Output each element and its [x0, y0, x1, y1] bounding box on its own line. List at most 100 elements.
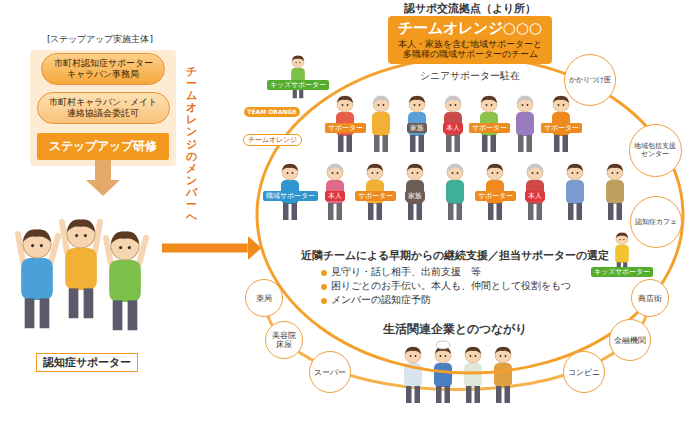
role-tag-text: サポーター: [358, 192, 393, 200]
shop-circle-text: 美容院 床屋: [271, 331, 298, 349]
member-figure: [606, 164, 624, 220]
logo-text: TEAM ORANGE: [244, 107, 299, 117]
worker-figure: [464, 347, 482, 403]
arm: [95, 222, 100, 252]
partner-circle-text: かかりつけ医: [569, 76, 611, 84]
team-bubble-text: チームオレンジ: [248, 136, 297, 144]
shop-circle-text: コンビニ: [568, 368, 600, 377]
supporter-group-text: 認知症サポーター: [36, 353, 138, 372]
member-figure: [566, 164, 584, 220]
bullet-dot: [321, 284, 327, 290]
organizer-pill-text: 市町村キャラバン・メイト 連絡協議会委託可: [48, 97, 159, 120]
role-tag: サポーター: [355, 191, 396, 201]
team-circle-text: メンバーの認知症予防: [331, 294, 431, 307]
shop-circle-text: 金融機関: [614, 336, 646, 345]
partner-circle-text: 地域包括支援センター: [634, 142, 677, 159]
team-orange-box-text: 本人・家族を含む地域サポーターと 多職種の職域サポーターのチーム: [388, 38, 552, 64]
role-tag: 本人: [443, 123, 463, 133]
training-box-text: ステップアップ研修: [49, 139, 157, 154]
organizer-pill: 市町村キャラバン・メイト 連絡協議会委託可: [37, 92, 170, 125]
role-tag-text: サポーター: [478, 192, 513, 200]
member-figure: [444, 96, 462, 152]
bullet-dot: [321, 270, 327, 276]
team-circle-text: 近隣チームによる早期からの継続支援／担当サポーターの選定: [301, 249, 609, 262]
arm: [62, 222, 67, 252]
shop-circle: 薬局: [245, 279, 283, 317]
organizer-pill-text: 市町村認知症サポーター キャラバン事務局: [52, 58, 154, 81]
role-tag-text: 家族: [410, 124, 424, 132]
role-tag: キッズサポーター: [591, 267, 653, 277]
arm: [139, 238, 146, 264]
shop-circle-text: 薬局: [256, 294, 272, 303]
partner-circle: かかりつけ医: [564, 54, 616, 106]
role-tag: 家族: [407, 123, 427, 133]
worker-figure: [404, 347, 422, 403]
role-tag-text: キッズサポーター: [270, 81, 326, 89]
team-orange-box-text: チームオレンジ○○○: [388, 16, 552, 38]
role-tag-text: 本人: [528, 192, 542, 200]
chef-hat: [436, 341, 450, 349]
supporter-figure: [65, 220, 97, 319]
role-tag: 家族: [405, 191, 425, 201]
shop-circle: 商店街: [631, 279, 669, 317]
supporter-group: 認知症サポーター: [12, 196, 162, 374]
role-tag: 本人: [325, 191, 345, 201]
role-tag-text: 本人: [328, 192, 342, 200]
team-circle-text: 見守り・話し相手、出前支援 等: [331, 266, 481, 279]
arm: [18, 234, 23, 262]
shop-circle: 金融機関: [609, 319, 651, 361]
arm: [106, 238, 111, 264]
role-tag-text: 本人: [446, 124, 460, 132]
member-figure: [326, 164, 344, 220]
section-label: [ステップアップ実施主体]: [47, 34, 153, 45]
training-box: ステップアップ研修: [37, 133, 169, 160]
role-tag: 職域サポーター: [263, 191, 318, 201]
supporter-figure: [109, 232, 141, 331]
member-figure: [406, 164, 424, 220]
worker-figure: [434, 347, 452, 403]
bullet-dots: [321, 270, 327, 304]
worker-figure: [494, 347, 512, 403]
role-tag: サポーター: [325, 123, 366, 133]
member-figure: [516, 96, 534, 152]
organizer-panel: [30, 50, 176, 166]
role-tag-text: キッズサポーター: [594, 268, 650, 276]
flow-arrow: [95, 160, 111, 181]
member-figure: [408, 96, 426, 152]
team-circle-text: シニアサポーター駐在: [420, 70, 520, 83]
shop-circle-text: スーパー: [314, 368, 346, 377]
shop-circle: 美容院 床屋: [265, 321, 303, 359]
role-tag: サポーター: [541, 123, 582, 133]
member-figure: [446, 164, 464, 220]
role-tag: 本人: [525, 191, 545, 201]
role-tag-text: サポーター: [544, 124, 579, 132]
role-tag: サポーター: [475, 191, 516, 201]
shop-circle-text: 商店街: [638, 294, 662, 303]
member-figure: [526, 164, 544, 220]
organizer-pill: 市町村認知症サポーター キャラバン事務局: [41, 53, 165, 86]
shop-circle: コンビニ: [563, 351, 605, 393]
caption-label: 生活関連企業とのつながり: [383, 322, 527, 337]
team-orange-box-text: 認サポ交流拠点（より所）: [388, 2, 552, 15]
supporter-figure: [21, 230, 53, 329]
role-tag-text: 職域サポーター: [266, 192, 315, 200]
team-circle-text: 困りごとのお手伝い。本人も、仲間として役割をもつ: [331, 280, 571, 293]
member-figure: [372, 96, 390, 152]
flow-arrow: [162, 244, 248, 253]
role-tag-text: サポーター: [472, 124, 507, 132]
shop-circle: スーパー: [309, 351, 351, 393]
partner-circle: 地域包括支援センター: [629, 124, 682, 177]
arm: [51, 236, 58, 262]
role-tag: サポーター: [469, 123, 510, 133]
team-ellipse: [257, 57, 683, 373]
partner-circle-text: 認知症カフェ: [635, 218, 677, 226]
team-bubble: チームオレンジ: [243, 134, 302, 146]
role-tag-text: サポーター: [328, 124, 363, 132]
partner-circle: 認知症カフェ: [630, 196, 682, 248]
team-orange-box: 認サポ交流拠点（より所）チームオレンジ○○○本人・家族を含む地域サポーターと 多…: [388, 2, 552, 65]
bullet-dot: [321, 298, 327, 304]
kid-figure: [291, 56, 305, 99]
